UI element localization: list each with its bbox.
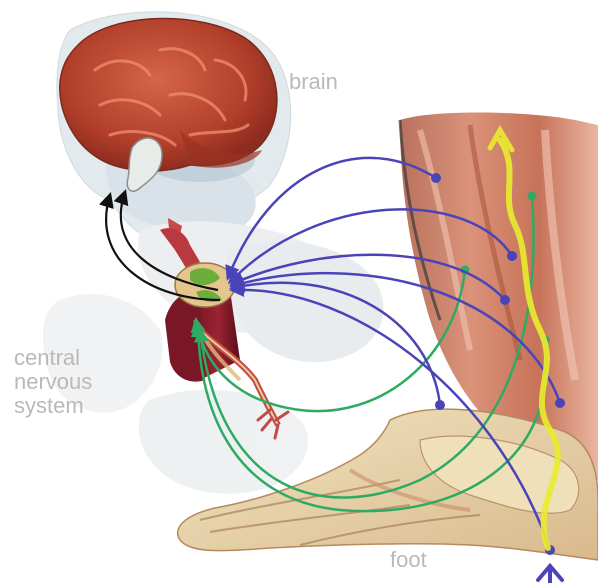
stimulus-arrow-icon [538,566,562,583]
central-nervous-system-label: central nervous system [14,346,92,418]
foot-label: foot [390,548,427,572]
brain-label: brain [289,70,338,94]
brain [60,19,277,171]
